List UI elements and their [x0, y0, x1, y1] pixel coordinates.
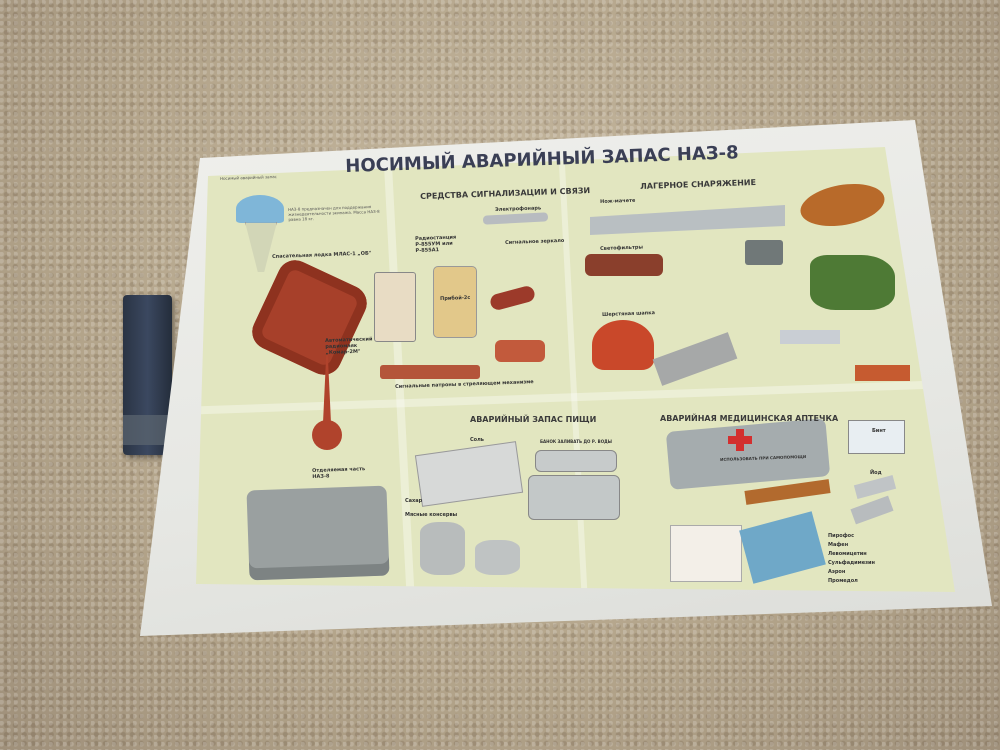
label-salt: Соль	[470, 437, 484, 443]
label-canned: Мясные консервы	[405, 512, 458, 518]
radio-illustration	[374, 272, 416, 342]
label-bandage: Бинт	[872, 428, 886, 434]
battery-illustration	[433, 266, 477, 338]
rescue-boat-illustration	[246, 254, 373, 381]
dark-blue-case	[123, 295, 172, 455]
parachute-illustration	[236, 195, 284, 223]
label-knife: Нож-мачете	[600, 197, 636, 205]
beacon-illustration	[312, 420, 342, 450]
label-water-box: БАНОК ЗАЛИВАТЬ ДО Р. ВОДЫ	[540, 439, 612, 444]
med-item: Сульфадимезин	[828, 560, 875, 566]
machete-illustration	[590, 205, 785, 235]
med-item: Мафен	[828, 542, 849, 548]
med-item: Аэрон	[828, 569, 846, 575]
label-battery: Прибой-2с	[440, 294, 471, 302]
label-sugar: Сахар	[405, 498, 423, 504]
label-radio: Радиостанция Р-855УМ или Р-855А1	[415, 234, 457, 254]
section-food: АВАРИЙНЫЙ ЗАПАС ПИЩИ	[470, 415, 597, 424]
med-list: Пирофос Мафен Левомицетин Сульфадимезин …	[828, 532, 875, 586]
flashlight-illustration	[482, 212, 549, 225]
med-item: Пирофос	[828, 533, 855, 539]
label-detachable: Отделяемая часть НАЗ-8	[312, 466, 366, 480]
goggles-illustration	[585, 254, 663, 276]
label-iodine: Йод	[870, 470, 882, 476]
med-item: Промедол	[828, 578, 858, 584]
med-item: Левомицетин	[828, 551, 867, 557]
wool-hat-illustration	[592, 320, 654, 370]
section-medical: АВАРИЙНАЯ МЕДИЦИНСКАЯ АПТЕЧКА	[660, 414, 839, 423]
label-beacon: Автоматический радиомаяк „Комар-2М"	[325, 336, 373, 356]
naz-case-illustration	[246, 485, 390, 581]
